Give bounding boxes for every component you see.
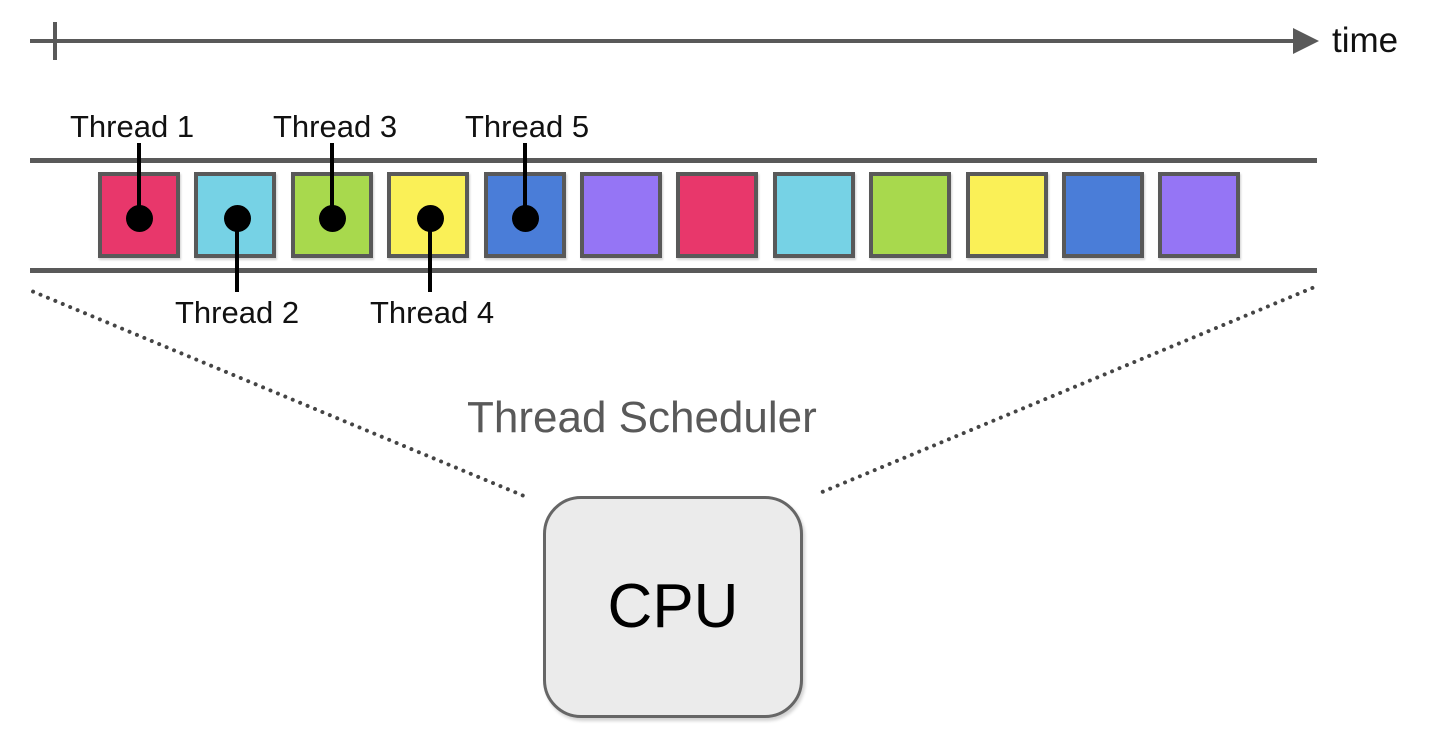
track-top-line xyxy=(30,158,1317,163)
thread-block[interactable] xyxy=(772,172,855,258)
callout-dot xyxy=(223,204,251,232)
thread-block[interactable] xyxy=(1158,172,1241,258)
cpu-box[interactable]: CPU xyxy=(543,496,803,718)
thread-block[interactable] xyxy=(1062,172,1144,258)
thread-block[interactable] xyxy=(580,172,662,258)
arrow-right-icon xyxy=(1293,28,1319,54)
callout-dot xyxy=(511,204,539,232)
thread-block[interactable] xyxy=(676,172,759,258)
thread-block[interactable] xyxy=(869,172,952,258)
callout-leader-line xyxy=(235,218,239,292)
cpu-label: CPU xyxy=(607,572,739,641)
scheduler-title: Thread Scheduler xyxy=(467,393,817,442)
track-bottom-line xyxy=(30,268,1317,273)
callout-label: Thread 1 xyxy=(70,109,195,144)
callout-leader-line xyxy=(330,143,334,218)
callout-leader-line xyxy=(137,143,141,218)
time-axis-origin-tick xyxy=(53,22,57,60)
time-axis-line xyxy=(30,39,1295,43)
callout-label: Thread 3 xyxy=(273,109,398,144)
callout-label: Thread 5 xyxy=(465,109,590,144)
callout-dot xyxy=(125,204,153,232)
callout-dot xyxy=(416,204,444,232)
scheduler-funnel-line-right xyxy=(819,285,1315,495)
thread-block[interactable] xyxy=(965,172,1048,258)
callout-dot xyxy=(318,204,346,232)
callout-leader-line xyxy=(428,218,432,292)
callout-label: Thread 2 xyxy=(175,295,300,330)
callout-leader-line xyxy=(523,143,527,218)
callout-label: Thread 4 xyxy=(370,295,495,330)
time-axis-label: time xyxy=(1332,21,1399,60)
